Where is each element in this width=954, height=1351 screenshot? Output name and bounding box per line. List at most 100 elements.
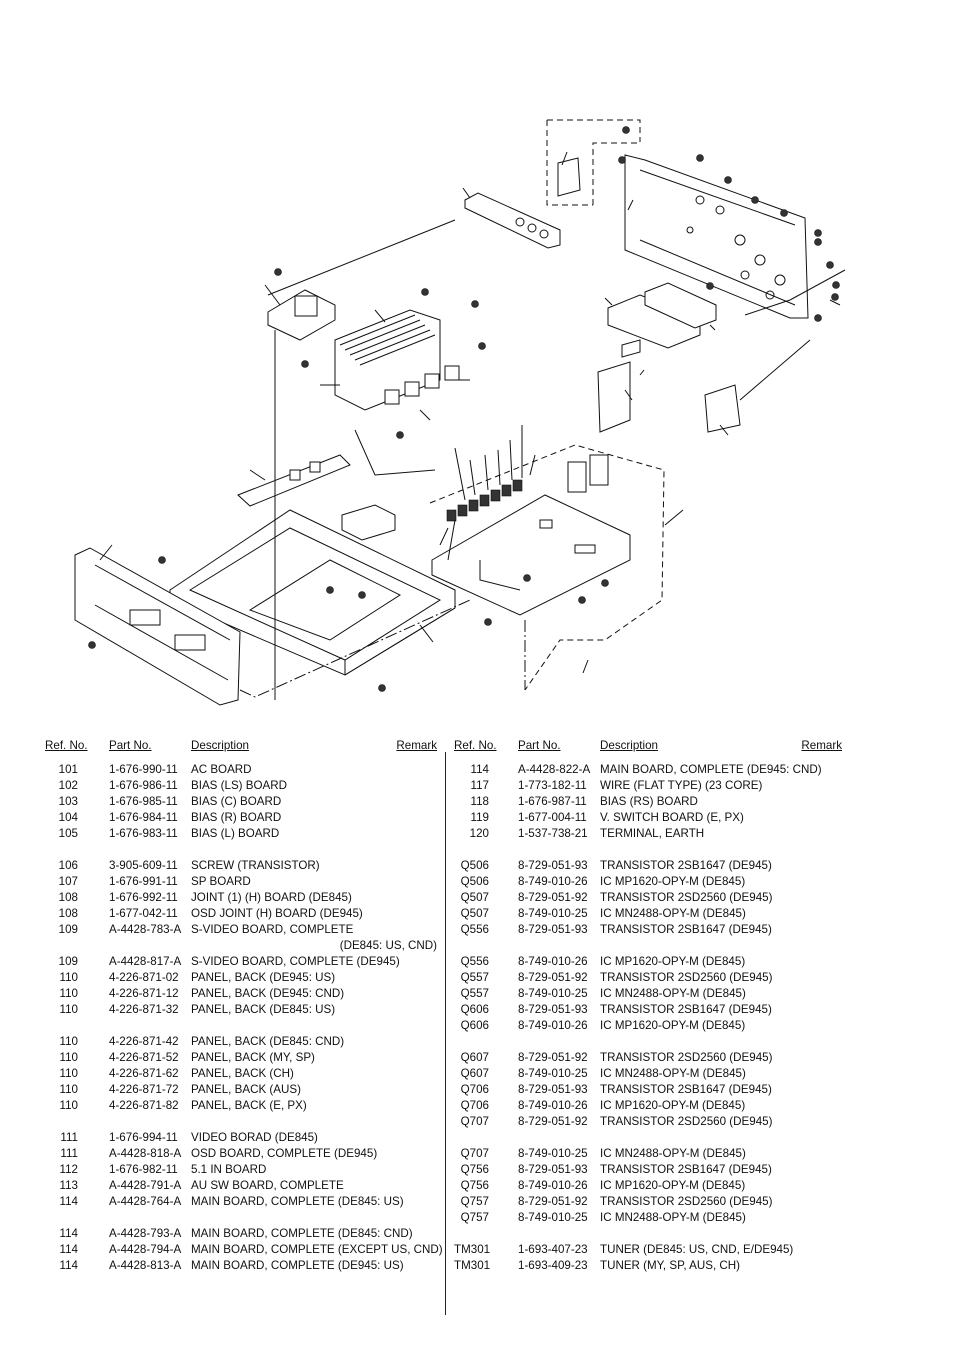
- heat-sink-assembly: [334, 309, 460, 411]
- description-cell: IC MP1620-OPY-M (DE845): [600, 955, 746, 968]
- description-cell: PANEL, BACK (E, PX): [191, 1099, 307, 1112]
- description-cell: BIAS (C) BOARD: [191, 795, 282, 808]
- header-remark: Remark: [396, 739, 437, 752]
- part-no-cell: 8-749-010-25: [518, 987, 588, 1000]
- part-no-cell: 8-749-010-26: [518, 1099, 588, 1112]
- part-no-cell: 8-749-010-25: [518, 1211, 588, 1224]
- description-cell: MAIN BOARD, COMPLETE (DE945: US): [191, 1259, 404, 1272]
- ref-cell: 110: [59, 1003, 78, 1016]
- ac-board: [267, 289, 336, 341]
- part-no-cell: A-4428-822-A: [518, 763, 591, 776]
- description-cell: IC MN2488-OPY-M (DE845): [600, 1211, 746, 1224]
- description-cell: MAIN BOARD, COMPLETE (DE845: US): [191, 1195, 404, 1208]
- dashed-frame-board-top: [546, 119, 641, 206]
- description-cell: IC MP1620-OPY-M (DE845): [600, 1019, 746, 1032]
- part-no-cell: 1-676-985-11: [109, 795, 178, 808]
- header-description: Description: [191, 739, 249, 752]
- description-cell: OSD JOINT (H) BOARD (DE945): [191, 907, 363, 920]
- ref-cell: Q557: [460, 987, 489, 1000]
- description-cell: PANEL, BACK (DE945: CND): [191, 987, 345, 1000]
- ref-cell: 114: [59, 1195, 78, 1208]
- description-cell: MAIN BOARD, COMPLETE (EXCEPT US, CND): [191, 1243, 443, 1256]
- ref-cell: Q757: [460, 1195, 489, 1208]
- table-row: Q506 8-749-010-26 IC MP1620-OPY-M (DE845): [454, 874, 842, 890]
- part-no-cell: 1-677-004-11: [518, 811, 587, 824]
- ref-cell: Q506: [460, 875, 489, 888]
- description-cell: AU SW BOARD, COMPLETE: [191, 1179, 344, 1192]
- part-no-cell: 8-749-010-26: [518, 1019, 588, 1032]
- table-header: Ref. No. Part No. Description Remark: [45, 738, 437, 754]
- table-row: Q757 8-749-010-25 IC MN2488-OPY-M (DE845): [454, 1210, 842, 1226]
- ref-cell: 113: [59, 1179, 78, 1192]
- part-no-cell: 8-729-051-92: [518, 1115, 588, 1128]
- ref-cell: 119: [470, 811, 489, 824]
- ref-cell: 117: [470, 779, 489, 792]
- column-divider: [445, 752, 446, 1315]
- ref-cell: Q557: [460, 971, 489, 984]
- description-cell: IC MP1620-OPY-M (DE845): [600, 1099, 746, 1112]
- description-cell: 5.1 IN BOARD: [191, 1163, 267, 1176]
- description-cell: TRANSISTOR 2SB1647 (DE945): [600, 923, 772, 936]
- table-row: Q557 8-749-010-25 IC MN2488-OPY-M (DE845): [454, 986, 842, 1002]
- part-no-cell: A-4428-764-A: [109, 1195, 182, 1208]
- description-cell: IC MP1620-OPY-M (DE845): [600, 875, 746, 888]
- part-no-cell: 1-676-990-11: [109, 763, 178, 776]
- part-no-cell: 1-676-987-11: [518, 795, 587, 808]
- description-cell: IC MN2488-OPY-M (DE845): [600, 987, 746, 1000]
- part-no-cell: 1-537-738-21: [518, 827, 588, 840]
- header-remark: Remark: [801, 739, 842, 752]
- description-cell: BIAS (R) BOARD: [191, 811, 282, 824]
- description-cell: MAIN BOARD, COMPLETE (DE845: CND): [191, 1227, 413, 1240]
- part-no-cell: 8-749-010-25: [518, 1067, 588, 1080]
- part-no-cell: 8-749-010-26: [518, 875, 588, 888]
- group-spacer: [45, 1114, 437, 1130]
- ref-cell: 101: [58, 763, 78, 776]
- ref-cell: 120: [469, 827, 489, 840]
- ref-cell: 114: [59, 1227, 78, 1240]
- table-row: Q706 8-749-010-26 IC MP1620-OPY-M (DE845): [454, 1098, 842, 1114]
- description-cell: PANEL, BACK (AUS): [191, 1083, 301, 1096]
- description-cell: IC MP1620-OPY-M (DE845): [600, 1179, 746, 1192]
- table-header: Ref. No. Part No. Description Remark: [454, 738, 842, 754]
- table-row: 113 A-4428-791-A AU SW BOARD, COMPLETE: [45, 1178, 437, 1194]
- table-row: 119 1-677-004-11 V. SWITCH BOARD (E, PX): [454, 810, 842, 826]
- ref-cell: Q706: [460, 1099, 489, 1112]
- group-spacer: [454, 1226, 842, 1242]
- ref-cell: 110: [59, 1099, 78, 1112]
- description-cell: TERMINAL, EARTH: [600, 827, 705, 840]
- ref-cell: 114: [470, 763, 489, 776]
- ref-cell: 110: [59, 1067, 78, 1080]
- header-part-no: Part No.: [518, 739, 561, 752]
- description-cell: SP BOARD: [191, 875, 251, 888]
- description-cell: V. SWITCH BOARD (E, PX): [600, 811, 744, 824]
- ref-cell: Q757: [460, 1211, 489, 1224]
- description-cell: BIAS (L) BOARD: [191, 827, 280, 840]
- ref-cell: 110: [59, 971, 78, 984]
- remark-cell: (DE845: US, CND): [339, 939, 437, 952]
- part-no-cell: A-4428-791-A: [109, 1179, 182, 1192]
- ref-cell: TM301: [454, 1243, 491, 1256]
- part-no-cell: 8-729-051-93: [518, 1163, 588, 1176]
- part-no-cell: 4-226-871-12: [109, 987, 179, 1000]
- part-no-cell: 1-676-983-11: [109, 827, 178, 840]
